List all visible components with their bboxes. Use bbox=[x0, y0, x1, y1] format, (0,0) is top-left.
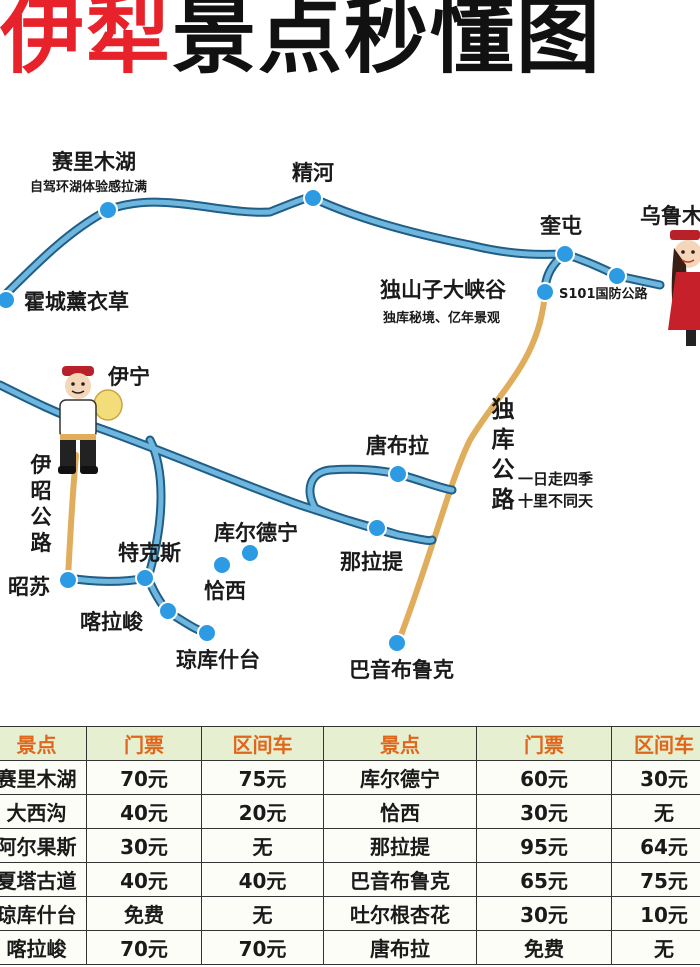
label-kuerdening: 库尔德宁 bbox=[214, 521, 298, 545]
table-cell: 95元 bbox=[476, 828, 612, 863]
table-cell: 30元 bbox=[611, 760, 700, 795]
table-cell: 库尔德宁 bbox=[323, 760, 477, 795]
title-red-part: 伊犁 bbox=[0, 0, 173, 85]
table-cell: 30元 bbox=[476, 896, 612, 931]
table-cell: 无 bbox=[201, 828, 324, 863]
table-cell: 赛里木湖 bbox=[0, 760, 87, 795]
label-duku-note-1: 一日走四季 bbox=[518, 470, 594, 488]
marker-kuitun bbox=[555, 244, 575, 264]
table-row: 夏塔古道 40元 40元 巴音布鲁克 65元 75元 bbox=[0, 862, 700, 897]
label-jinghe: 精河 bbox=[292, 161, 334, 185]
label-yizhao-road: 伊昭公路 bbox=[30, 453, 52, 555]
table-cell: 75元 bbox=[201, 760, 324, 795]
table-row: 琼库什台 免费 无 吐尔根杏花 30元 10元 bbox=[0, 896, 700, 931]
label-qiongkushitai: 琼库什台 bbox=[176, 648, 260, 672]
label-huocheng: 霍城薰衣草 bbox=[24, 290, 129, 314]
label-urumqi: 乌鲁木 bbox=[640, 204, 700, 228]
table-cell: 70元 bbox=[86, 930, 202, 965]
title-black-part: 景点秒懂图 bbox=[172, 0, 603, 85]
label-duku-road: 独库公路 bbox=[491, 397, 515, 513]
table-cell: 大西沟 bbox=[0, 794, 87, 829]
header-ticket: 门票 bbox=[476, 726, 612, 761]
marker-kalajun bbox=[158, 601, 178, 621]
label-qiaxi: 恰西 bbox=[204, 579, 246, 603]
table-cell: 无 bbox=[611, 794, 700, 829]
table-cell: 30元 bbox=[476, 794, 612, 829]
header-shuttle: 区间车 bbox=[201, 726, 324, 761]
label-naxalati: 那拉提 bbox=[340, 550, 403, 574]
table-cell: 40元 bbox=[86, 794, 202, 829]
label-sailimu-note: 自驾环湖体验感拉满 bbox=[30, 180, 148, 195]
label-sailimu: 赛里木湖 bbox=[52, 150, 136, 174]
marker-sailimu bbox=[98, 200, 118, 220]
marker-s101 bbox=[607, 266, 627, 286]
table-cell: 那拉提 bbox=[323, 828, 477, 863]
header-spot: 景点 bbox=[0, 726, 87, 761]
table-cell: 64元 bbox=[611, 828, 700, 863]
table-cell: 70元 bbox=[86, 760, 202, 795]
table-row: 赛里木湖 70元 75元 库尔德宁 60元 30元 bbox=[0, 760, 700, 795]
table-cell: 唐布拉 bbox=[323, 930, 477, 965]
marker-kuerdening bbox=[240, 543, 260, 563]
label-kuitun: 奎屯 bbox=[540, 214, 582, 238]
label-bayinbuluke: 巴音布鲁克 bbox=[349, 658, 454, 682]
uyghur-man-icon bbox=[58, 366, 123, 474]
table-cell: 65元 bbox=[476, 862, 612, 897]
label-zhaosu: 昭苏 bbox=[8, 575, 50, 599]
label-tekesi: 特克斯 bbox=[118, 541, 181, 565]
duku-highway bbox=[395, 289, 548, 646]
fee-table-header: 景点 门票 区间车 景点 门票 区间车 bbox=[0, 726, 700, 761]
label-kalajun: 喀拉峻 bbox=[80, 610, 143, 634]
header-shuttle: 区间车 bbox=[611, 726, 700, 761]
page-title: 伊犁景点秒懂图 bbox=[0, 0, 700, 86]
table-cell: 喀拉峻 bbox=[0, 930, 87, 965]
table-cell: 无 bbox=[611, 930, 700, 965]
table-row: 大西沟 40元 20元 恰西 30元 无 bbox=[0, 794, 700, 829]
marker-naxalati bbox=[367, 518, 387, 538]
marker-huocheng bbox=[0, 290, 16, 310]
table-cell: 10元 bbox=[611, 896, 700, 931]
marker-bayinbuluke bbox=[387, 633, 407, 653]
marker-dushanzi bbox=[535, 282, 555, 302]
table-cell: 无 bbox=[201, 896, 324, 931]
header-spot: 景点 bbox=[323, 726, 477, 761]
header-ticket: 门票 bbox=[86, 726, 202, 761]
marker-zhaosu bbox=[58, 570, 78, 590]
table-cell: 70元 bbox=[201, 930, 324, 965]
table-cell: 恰西 bbox=[323, 794, 477, 829]
table-cell: 60元 bbox=[476, 760, 612, 795]
table-cell: 夏塔古道 bbox=[0, 862, 87, 897]
label-dushanzi: 独山子大峡谷 bbox=[380, 278, 506, 302]
uyghur-woman-icon bbox=[668, 230, 700, 346]
marker-qiongkushitai bbox=[197, 623, 217, 643]
table-cell: 75元 bbox=[611, 862, 700, 897]
label-dushanzi-note: 独库秘境、亿年景观 bbox=[383, 311, 501, 326]
route-map bbox=[0, 188, 700, 653]
marker-qiaxi bbox=[212, 555, 232, 575]
label-duku-note-2: 十里不同天 bbox=[518, 492, 594, 510]
label-yining: 伊宁 bbox=[108, 365, 150, 389]
marker-tekesi bbox=[135, 568, 155, 588]
table-cell: 免费 bbox=[86, 896, 202, 931]
table-cell: 免费 bbox=[476, 930, 612, 965]
table-cell: 40元 bbox=[201, 862, 324, 897]
table-cell: 吐尔根杏花 bbox=[323, 896, 477, 931]
table-cell: 40元 bbox=[86, 862, 202, 897]
marker-tangbula bbox=[388, 464, 408, 484]
table-cell: 巴音布鲁克 bbox=[323, 862, 477, 897]
label-s101: S101国防公路 bbox=[559, 287, 648, 302]
label-tangbula: 唐布拉 bbox=[366, 434, 429, 458]
table-row: 阿尔果斯 30元 无 那拉提 95元 64元 bbox=[0, 828, 700, 863]
fee-table: 景点 门票 区间车 景点 门票 区间车 赛里木湖 70元 75元 库尔德宁 60… bbox=[0, 726, 700, 965]
table-cell: 阿尔果斯 bbox=[0, 828, 87, 863]
marker-jinghe bbox=[303, 188, 323, 208]
table-cell: 琼库什台 bbox=[0, 896, 87, 931]
table-cell: 20元 bbox=[201, 794, 324, 829]
table-cell: 30元 bbox=[86, 828, 202, 863]
table-row: 喀拉峻 70元 70元 唐布拉 免费 无 bbox=[0, 930, 700, 965]
